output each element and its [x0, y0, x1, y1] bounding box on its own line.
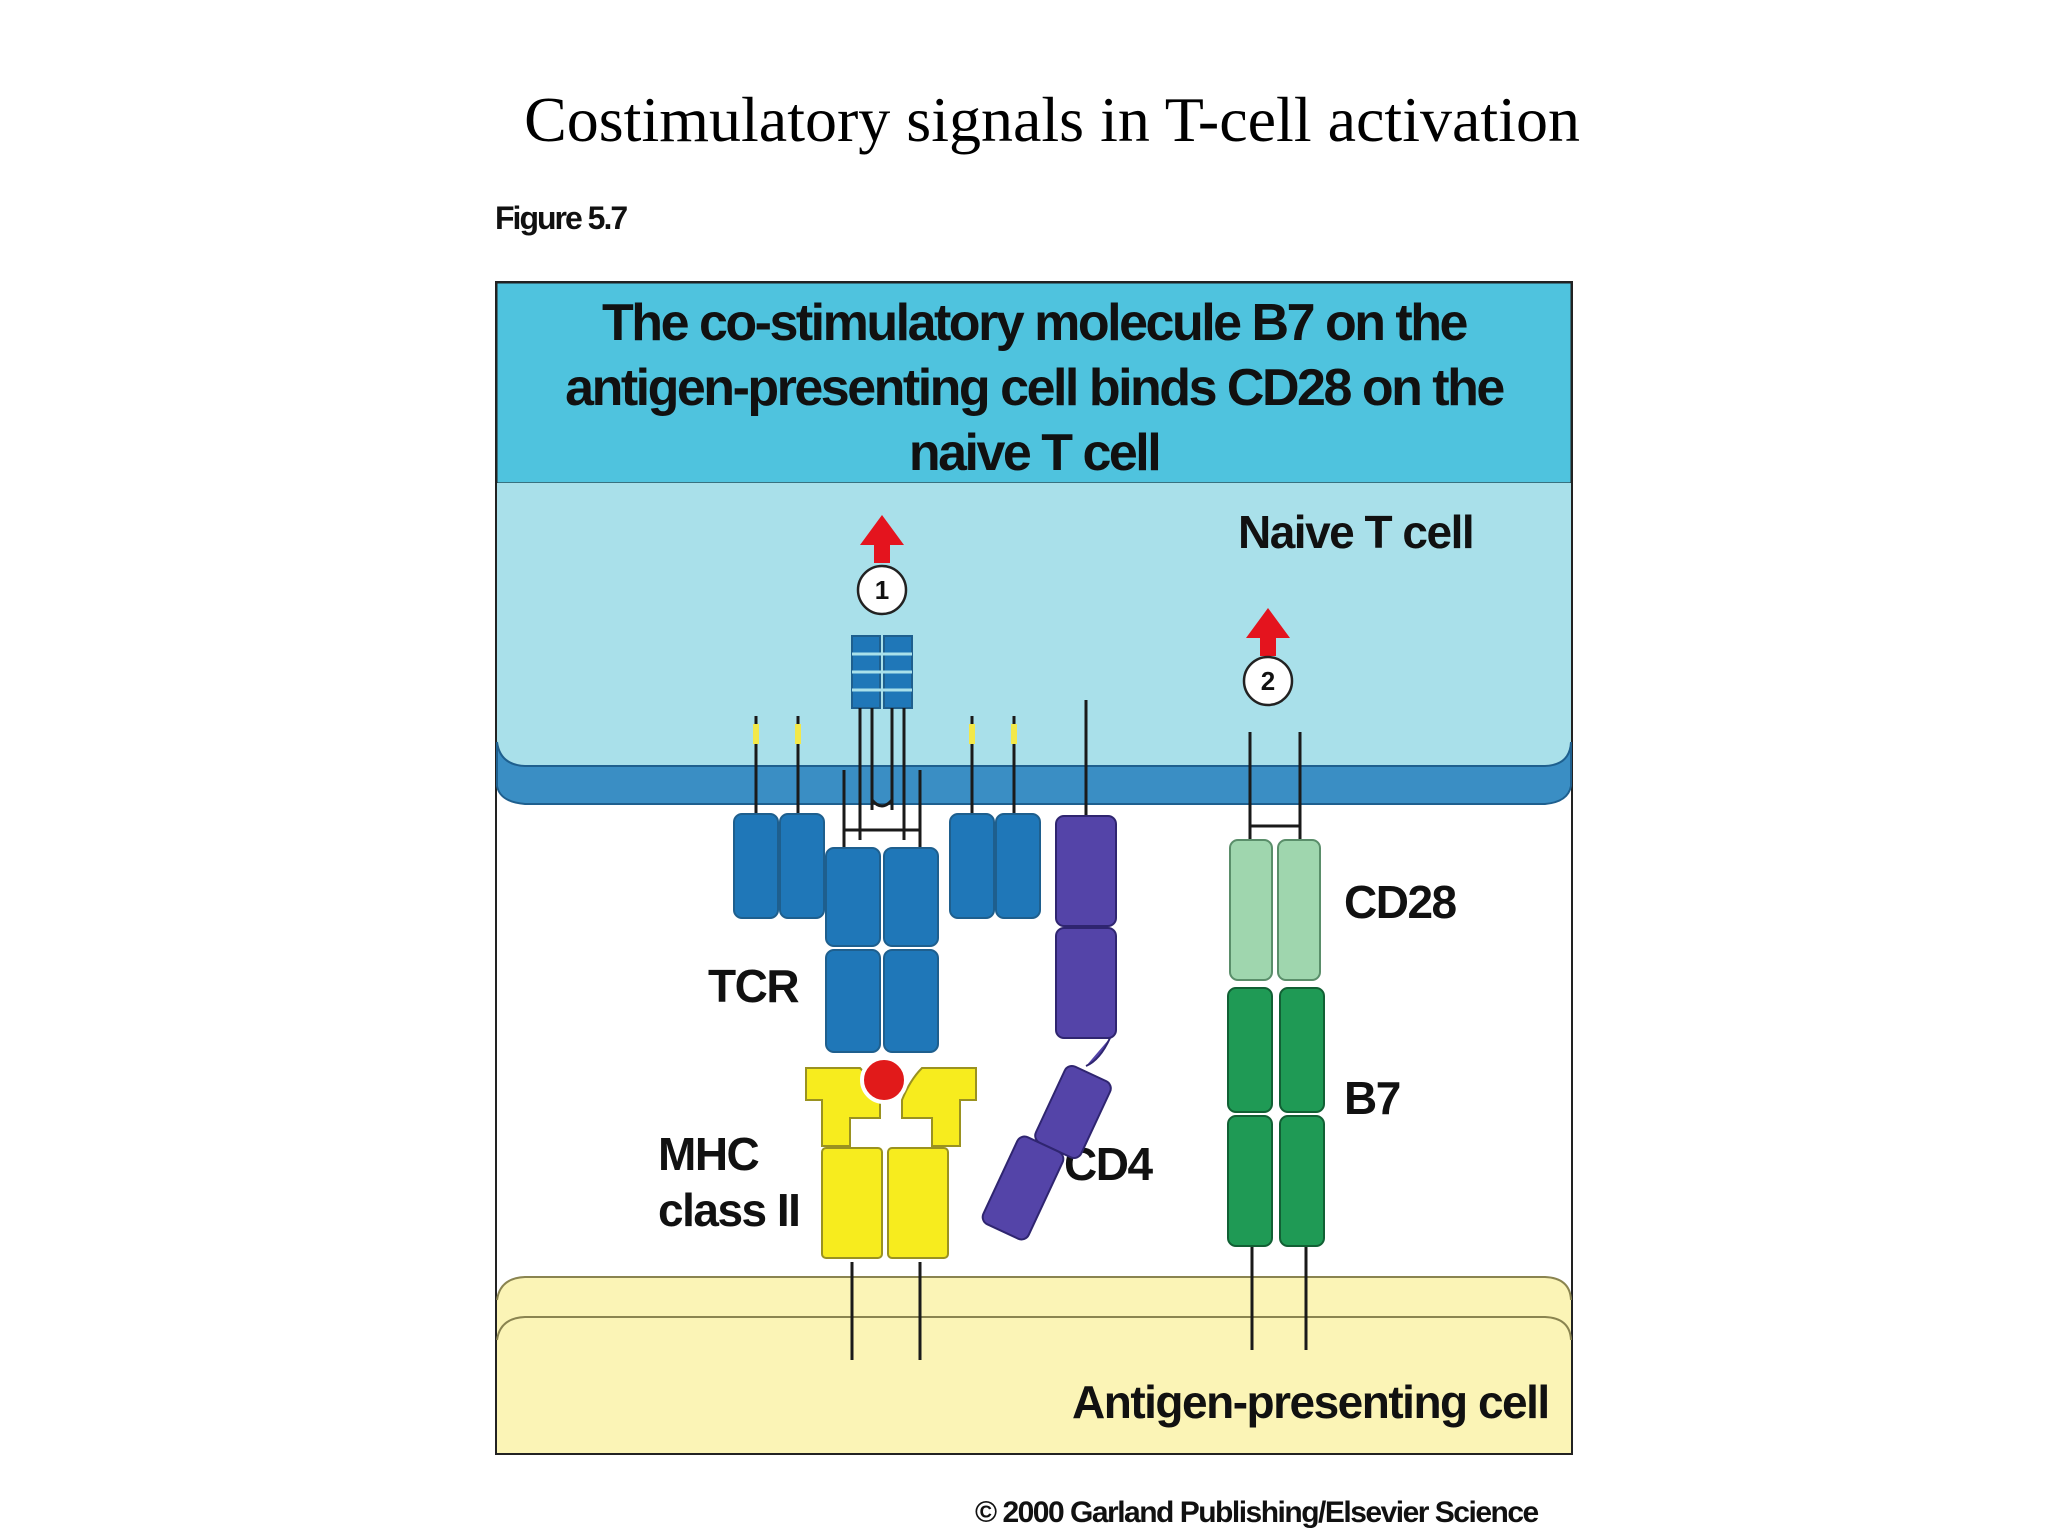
label-b7: B7	[1344, 1072, 1400, 1124]
signal-2-badge	[1242, 655, 1294, 707]
label-mhc-line-2: class II	[658, 1184, 799, 1236]
label-naive-t-cell: Naive T cell	[1238, 506, 1473, 558]
label-apc: Antigen-presenting cell	[1072, 1376, 1549, 1428]
label-cd28: CD28	[1344, 876, 1457, 928]
cd3-left-pair	[733, 813, 825, 919]
cd3-zeta-chains	[851, 635, 913, 709]
figure-header-line-2: antigen-presenting cell binds CD28 on th…	[565, 359, 1504, 417]
t-cell-membrane	[496, 741, 1572, 805]
peptide-antigen	[860, 1056, 908, 1104]
signal-2-arrow-stem	[1260, 636, 1276, 656]
apc-membrane	[497, 1277, 1571, 1453]
figure-header-line-3: naive T cell	[909, 424, 1159, 482]
cd3-stalk-markers	[753, 724, 1017, 744]
label-mhc-line-1: MHC	[658, 1128, 759, 1180]
signal-1-number: 1	[875, 575, 889, 605]
figure-header-line-1: The co-stimulatory molecule B7 on the	[602, 294, 1467, 352]
apc-membrane-inner	[496, 1316, 1572, 1341]
zeta-bridge	[870, 798, 894, 808]
signal-1-arrow	[860, 515, 904, 545]
signal-2-number: 2	[1261, 666, 1275, 696]
tcr-chains	[825, 847, 939, 1053]
figure-header-band	[496, 282, 1572, 484]
b7-molecule	[1227, 987, 1325, 1247]
cd4-molecule	[981, 815, 1117, 1241]
transmembrane-stalks	[754, 700, 1308, 1360]
copyright-notice: © 2000 Garland Publishing/Elsevier Scien…	[975, 1496, 1539, 1529]
cd3-right-pair	[949, 813, 1041, 919]
slide-title: Costimulatory signals in T-cell activati…	[524, 84, 1580, 155]
t-cell-region	[497, 483, 1571, 765]
figure-label: Figure 5.7	[495, 200, 628, 236]
cd28-molecule	[1229, 839, 1321, 981]
signal-1-arrow-stem	[874, 543, 890, 563]
signal-2-arrow	[1246, 608, 1290, 638]
signal-1-badge	[856, 564, 908, 616]
apc-membrane-outer-line	[496, 1276, 1572, 1301]
label-tcr: TCR	[708, 960, 799, 1012]
